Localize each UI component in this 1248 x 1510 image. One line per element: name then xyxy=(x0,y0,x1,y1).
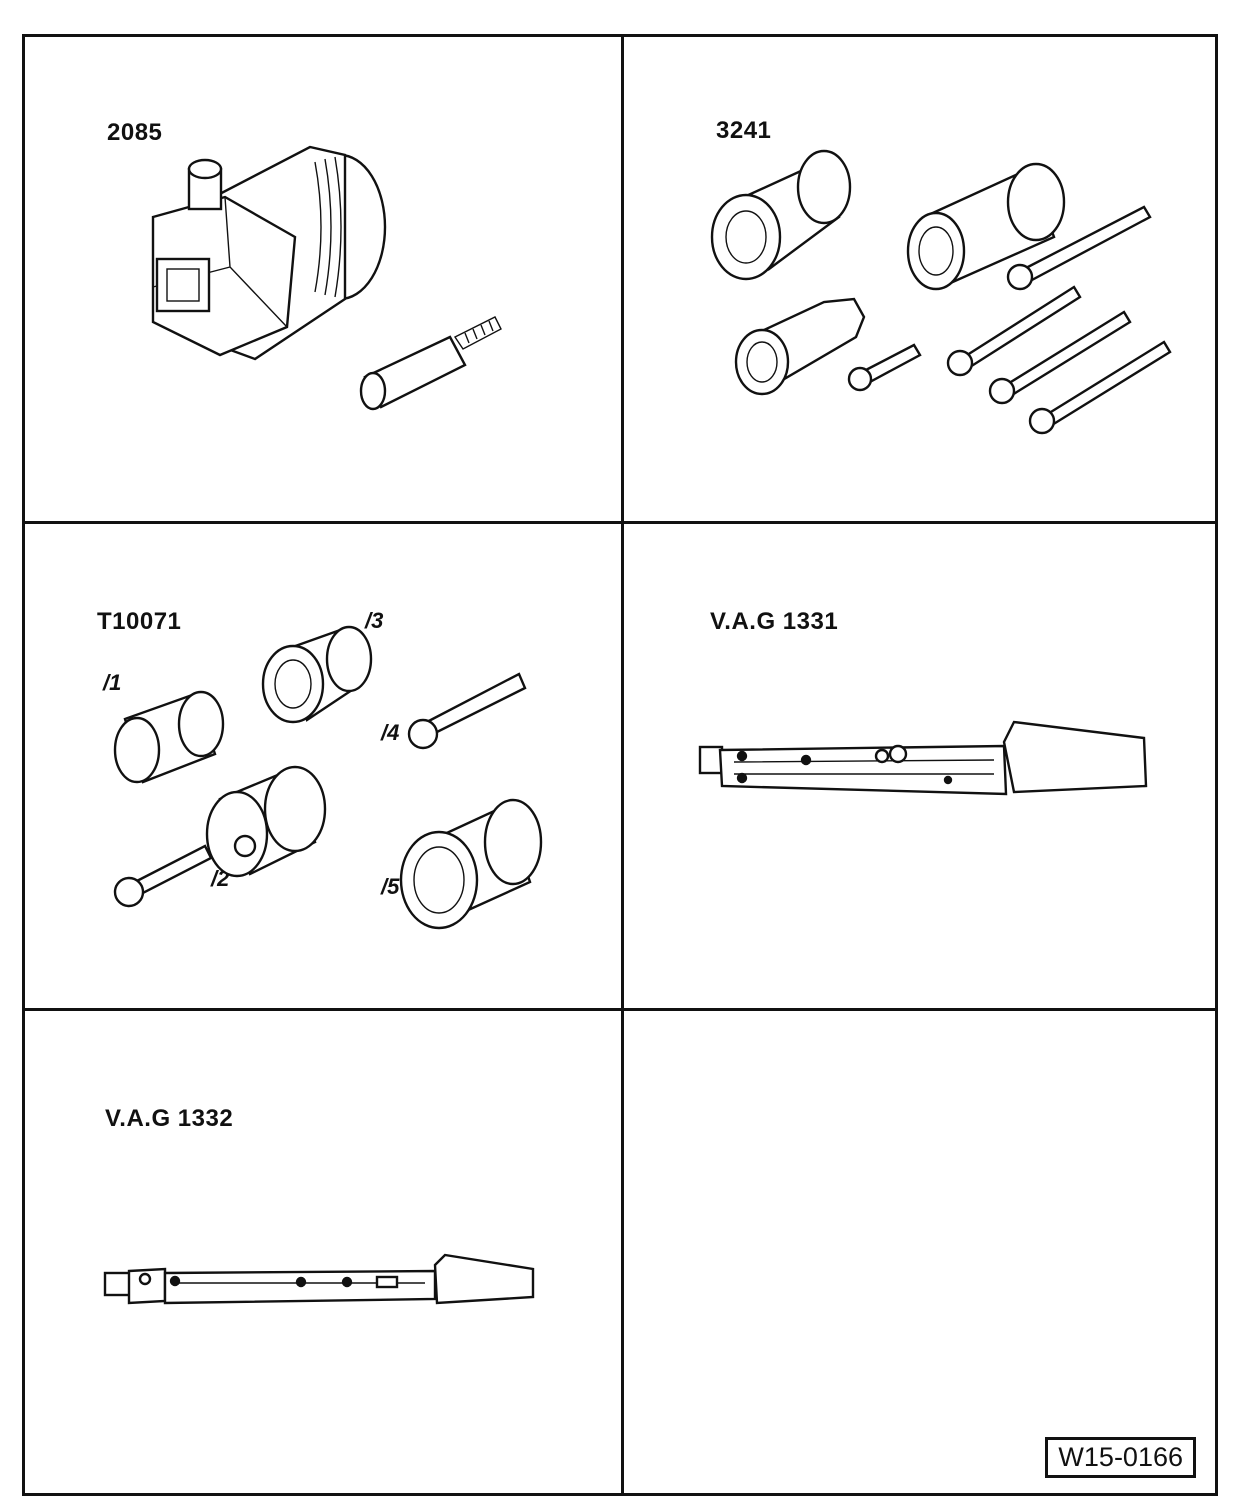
tool-label: 2085 xyxy=(107,119,163,146)
panel-VAG1332: V.A.G 1332 xyxy=(25,1011,621,1496)
sleeve-set-drawing xyxy=(710,149,1172,435)
torque-wrench-1331-drawing xyxy=(698,720,1148,796)
part-label-5: /5 xyxy=(381,874,400,899)
bolt-long-1 xyxy=(1006,205,1152,291)
adapter-drawing xyxy=(151,145,502,411)
panel-3241: 3241 xyxy=(624,37,1218,521)
panel-2085: 2085 xyxy=(25,37,621,521)
tool-label: 3241 xyxy=(716,117,772,144)
part-label-1: /1 xyxy=(103,670,122,695)
tool-label: V.A.G 1332 xyxy=(105,1105,234,1132)
grid-divider-row1 xyxy=(25,521,1215,524)
panel-empty: W15-0166 xyxy=(624,1011,1218,1496)
tool-label: T10071 xyxy=(97,608,182,635)
panel-VAG1331: V.A.G 1331 xyxy=(624,524,1218,1008)
figure-id: W15-0166 xyxy=(1045,1437,1196,1478)
panel-T10071: T10071 /1 /2 /3 /4 /5 xyxy=(25,524,621,1008)
grid-divider-row2 xyxy=(25,1008,1215,1011)
torque-wrench-1332-drawing xyxy=(103,1253,535,1305)
tool-label: V.A.G 1331 xyxy=(710,608,839,635)
tool-sheet: 2085 3241 xyxy=(22,34,1218,1496)
part-label-3: /3 xyxy=(365,608,384,633)
part-label-4: /4 xyxy=(381,720,400,745)
grid-divider-vertical xyxy=(621,37,624,1493)
kit-drawing xyxy=(113,625,543,930)
